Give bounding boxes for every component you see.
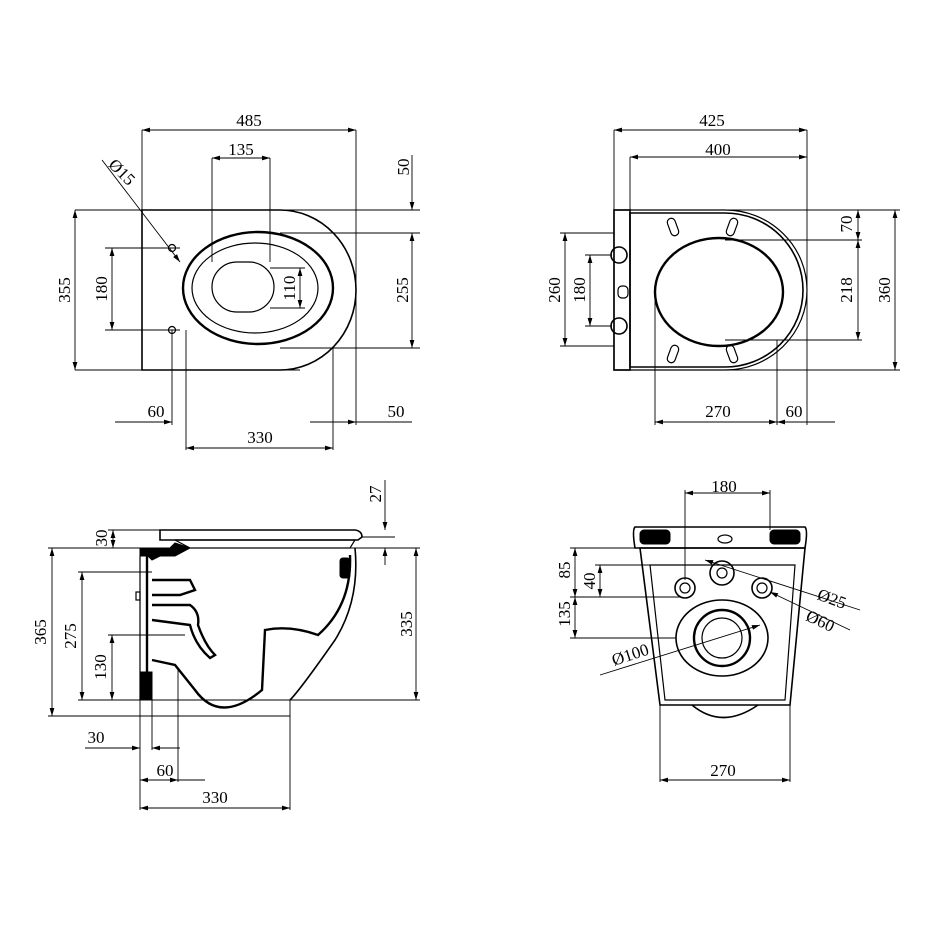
seat-dim-top: 70	[837, 216, 856, 233]
seat-bumper-4	[725, 344, 739, 364]
seat-lid-edge	[629, 212, 804, 368]
side-dim-outlet: 130	[91, 654, 110, 680]
side-dim-wall: 30	[88, 728, 105, 747]
top-drain	[211, 261, 275, 313]
seat-center-slot	[617, 285, 629, 299]
top-dim-rear-gap: 50	[394, 159, 413, 176]
side-view: 27 30 365 275 130 335 30 60 330	[31, 480, 420, 811]
side-dim-lid: 27	[366, 485, 385, 503]
top-bowl-rim	[181, 230, 335, 346]
top-dim-bowl-width: 330	[247, 428, 273, 447]
top-dim-bolt-spacing: 180	[92, 276, 111, 302]
side-dim-outlet-offset: 60	[157, 761, 174, 780]
rear-seat-buffer	[717, 534, 733, 544]
rear-outlet-inner	[701, 617, 743, 659]
seat-dim-hinge: 180	[570, 277, 589, 303]
rear-outlet-mid	[692, 608, 752, 668]
top-dim-bowl: 255	[393, 277, 412, 303]
rear-dim-40: 40	[580, 573, 599, 590]
top-dim-width: 485	[236, 111, 262, 130]
side-flush-slot	[339, 557, 351, 579]
seat-dim-width: 425	[699, 111, 725, 130]
side-inlet-mark	[135, 591, 141, 601]
top-dim-depth: 355	[55, 277, 74, 303]
top-dim-bolt-hole: Ø15	[105, 155, 139, 189]
top-dim-seat-width: 135	[228, 140, 254, 159]
seat-hinge-plate	[613, 209, 631, 371]
rear-dim-small-hole: Ø25	[815, 585, 849, 613]
seat-dim-height: 260	[545, 277, 564, 303]
seat-bumper-2	[725, 217, 739, 237]
rear-dim-width: 270	[710, 761, 736, 780]
rear-bolt-right-inner	[756, 582, 768, 594]
seat-dim-depth: 360	[875, 277, 894, 303]
seat-dim-opening-width: 270	[705, 402, 731, 421]
side-dim-height: 335	[397, 611, 416, 637]
rear-hinge-right	[769, 529, 801, 545]
seat-bumper-1	[666, 217, 680, 237]
side-bowl-inner	[151, 554, 352, 709]
seat-view: 425 400 70 260 180 218 360 270 60	[545, 111, 900, 425]
seat-dim-right: 60	[786, 402, 803, 421]
top-dim-inner: 110	[280, 276, 299, 301]
seat-dim-opening: 218	[837, 277, 856, 303]
side-siphon-2	[151, 603, 217, 660]
rear-dim-inlet-hole: Ø60	[803, 606, 838, 636]
rear-body-inner	[649, 564, 796, 701]
side-wall-foot	[139, 671, 153, 701]
seat-bumper-3	[666, 344, 680, 364]
rear-bowl-bottom	[691, 704, 759, 719]
rear-dim-135: 135	[555, 601, 574, 627]
side-siphon	[152, 578, 197, 597]
top-bowl-inner	[191, 242, 319, 334]
side-dim-inlet: 275	[61, 623, 80, 649]
top-dim-right-offset: 50	[388, 402, 405, 421]
rear-bolt-left-outer	[674, 577, 696, 599]
top-view: 485 135 Ø15 50 355 180 110 255 60 50 330	[55, 111, 420, 451]
seat-opening	[653, 236, 785, 348]
top-dim-left-offset: 60	[148, 402, 165, 421]
rear-outlet-outer	[675, 599, 769, 677]
side-bowl-outer	[289, 547, 357, 701]
rear-bolt-left-inner	[679, 582, 691, 594]
rear-inlet-outer	[709, 560, 735, 586]
side-lid	[159, 529, 363, 541]
side-dim-total: 365	[31, 619, 50, 645]
top-outline	[141, 209, 357, 371]
rear-dim-85: 85	[555, 562, 574, 579]
rear-hinge-left	[639, 529, 671, 545]
seat-dim-inner-width: 400	[705, 140, 731, 159]
side-seat	[174, 539, 357, 549]
rear-view: 180 85 40 135 Ø25 Ø60 Ø100 270	[555, 477, 861, 783]
rear-dim-bolts: 180	[711, 477, 737, 496]
rear-body	[639, 547, 806, 706]
rear-inlet-inner	[716, 567, 728, 579]
side-dim-seat: 30	[92, 530, 111, 547]
side-wall-plate	[139, 547, 149, 557]
side-dim-projection: 330	[202, 788, 228, 807]
